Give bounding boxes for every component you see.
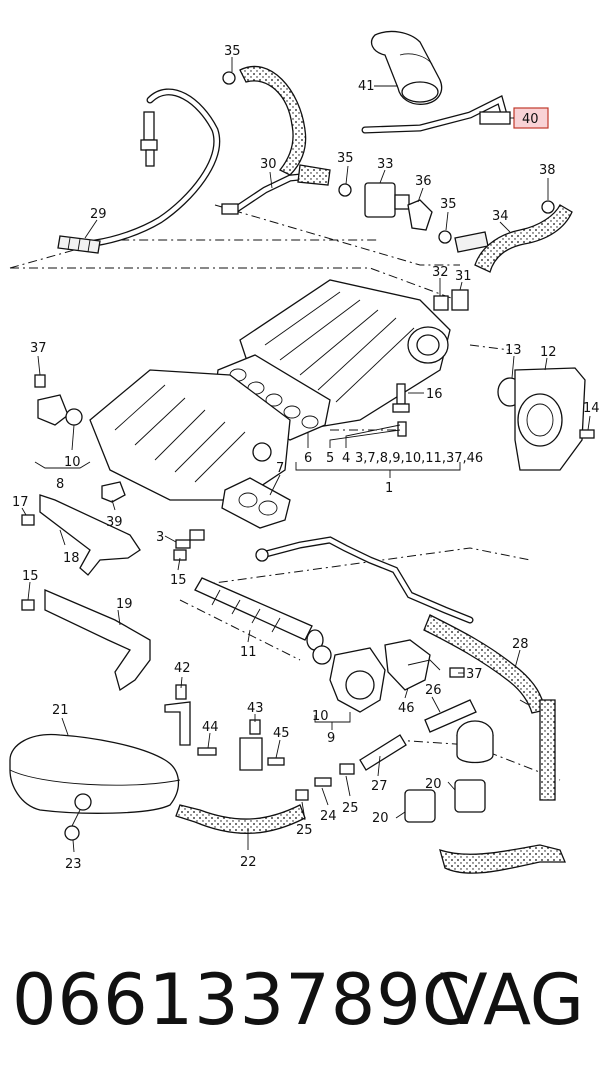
callout-26: 26 xyxy=(425,683,442,698)
callout-39: 39 xyxy=(106,515,123,530)
callout-25: 25 xyxy=(296,823,313,838)
vacuum-hose-30 xyxy=(221,65,331,215)
fittings-24-27 xyxy=(295,699,477,801)
callout-20: 20 xyxy=(372,811,389,826)
hose-34 xyxy=(474,200,573,273)
callout-1: 1 xyxy=(385,481,393,496)
exploded-parts-diagram: 35 41 40 35 33 30 36 38 35 34 29 32 31 1… xyxy=(9,30,600,874)
callout-41: 41 xyxy=(358,79,375,94)
intake-runner-11 xyxy=(194,577,324,651)
callout-4-list: 3,7,8,9,10,11,37,46 xyxy=(355,451,483,466)
callout-22: 22 xyxy=(240,855,257,870)
callout-14: 14 xyxy=(583,401,600,416)
callout-7: 7 xyxy=(276,461,284,476)
callout-labels: 35 41 40 35 33 30 36 38 35 34 29 32 31 1… xyxy=(12,44,600,872)
caps-31-32 xyxy=(433,289,469,311)
part-number: 066133789C xyxy=(12,959,472,1041)
vacuum-line-28 xyxy=(255,536,556,801)
callout-30: 30 xyxy=(260,157,277,172)
callout-13: 13 xyxy=(505,343,522,358)
assembly-guide-lines xyxy=(9,204,561,781)
callout-35: 35 xyxy=(224,44,241,59)
callout-12: 12 xyxy=(540,345,557,360)
valve-8 xyxy=(34,374,91,469)
callout-21: 21 xyxy=(52,703,69,718)
callout-15: 15 xyxy=(170,573,187,588)
air-pipe-41 xyxy=(361,30,511,134)
callout-16: 16 xyxy=(426,387,443,402)
callout-3: 3 xyxy=(156,530,164,545)
bolts-16 xyxy=(392,383,410,437)
callout-40: 40 xyxy=(522,112,539,127)
callout-44: 44 xyxy=(202,720,219,735)
callout-45: 45 xyxy=(273,726,290,741)
callout-34: 34 xyxy=(492,209,509,224)
lower-intake-manifold xyxy=(89,369,291,501)
throttle-body-12 xyxy=(497,367,595,471)
callout-11: 11 xyxy=(240,645,257,660)
callout-19: 19 xyxy=(116,597,133,612)
callout-15: 15 xyxy=(22,569,39,584)
vacuum-reservoir-21 xyxy=(9,733,181,841)
callout-24: 24 xyxy=(320,809,337,824)
callout-18: 18 xyxy=(63,551,80,566)
brand-label: VAG xyxy=(439,959,584,1041)
callout-33: 33 xyxy=(377,157,394,172)
solenoid-valves-20 xyxy=(404,720,566,874)
bracket-42 xyxy=(164,684,217,756)
callout-38: 38 xyxy=(539,163,556,178)
callout-31: 31 xyxy=(455,269,472,284)
gasket-7 xyxy=(221,477,291,529)
callout-42: 42 xyxy=(174,661,191,676)
callout-4: 4 xyxy=(342,451,350,466)
hose-22 xyxy=(175,804,306,834)
bracket-19 xyxy=(21,589,151,692)
callout-8: 8 xyxy=(56,477,64,492)
callout-43: 43 xyxy=(247,701,264,716)
callout-28: 28 xyxy=(512,637,529,652)
callout-46: 46 xyxy=(398,701,415,716)
clip-39 xyxy=(101,481,126,503)
callout-37: 37 xyxy=(30,341,47,356)
callout-35: 35 xyxy=(440,197,457,212)
callout-29: 29 xyxy=(90,207,107,222)
callout-20: 20 xyxy=(425,777,442,792)
callout-35: 35 xyxy=(337,151,354,166)
footer: 066133789C VAG xyxy=(0,940,600,1060)
valve-33 xyxy=(338,182,489,253)
callout-27: 27 xyxy=(371,779,388,794)
callout-10: 10 xyxy=(64,455,81,470)
actuator-9 xyxy=(312,639,465,713)
bracket-18 xyxy=(21,494,141,576)
callout-36: 36 xyxy=(415,174,432,189)
callout-25: 25 xyxy=(342,801,359,816)
callout-9: 9 xyxy=(327,731,335,746)
callout-5: 5 xyxy=(326,451,334,466)
leader-lines xyxy=(21,57,591,853)
callout-32: 32 xyxy=(432,265,449,280)
bolts-3 xyxy=(173,529,205,561)
callout-10: 10 xyxy=(312,709,329,724)
callout-23: 23 xyxy=(65,857,82,872)
breather-tube-29 xyxy=(57,88,221,254)
callout-6: 6 xyxy=(304,451,312,466)
callout-17: 17 xyxy=(12,495,29,510)
callout-37: 37 xyxy=(466,667,483,682)
